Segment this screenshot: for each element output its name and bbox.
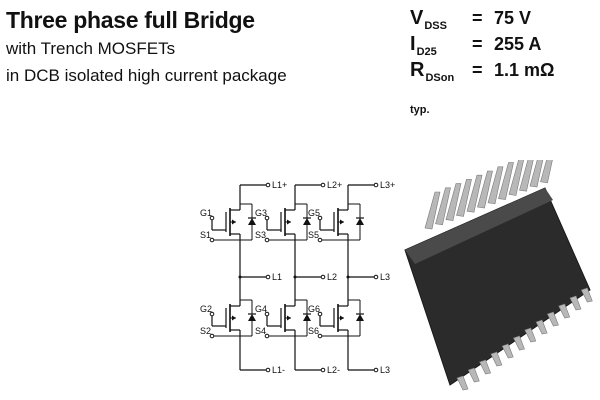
package-pin — [513, 335, 525, 351]
rail-terminal — [265, 367, 271, 373]
bottom-rail-label: L1- — [272, 365, 285, 375]
package-pin — [487, 166, 504, 205]
source-terminal — [264, 333, 270, 339]
gate-terminal — [317, 215, 323, 221]
package-pin — [546, 311, 559, 327]
spec-value: 255 A — [494, 34, 542, 54]
top-rail-label: L2+ — [327, 180, 342, 190]
spec-value: 1.1 mΩ — [494, 60, 555, 80]
junction-dot — [293, 275, 297, 279]
source-label: S6 — [308, 326, 319, 336]
bottom-rail-label: L3 — [380, 365, 390, 375]
package-pin — [558, 303, 571, 319]
subtitle-line-1: with Trench MOSFETs — [6, 39, 176, 58]
gate-label: G6 — [308, 304, 320, 314]
bottom-rail-label: L2- — [327, 365, 340, 375]
junction-dot — [346, 275, 350, 279]
package-pin — [501, 343, 514, 359]
package-pin — [490, 351, 503, 367]
rail-terminal — [265, 182, 271, 188]
gate-label: G4 — [255, 304, 267, 314]
output-terminal — [265, 274, 271, 280]
gate-terminal — [264, 215, 270, 221]
gate-terminal — [317, 311, 323, 317]
output-label: L3 — [380, 272, 390, 282]
diode-symbol — [303, 218, 311, 225]
source-label: S4 — [255, 326, 266, 336]
subtitle-line-2: in DCB isolated high current package — [6, 66, 287, 85]
top-rail-label: L3+ — [380, 180, 395, 190]
diode-symbol — [248, 218, 256, 225]
junction-dot — [238, 275, 242, 279]
spec-symbol: VDSS — [410, 7, 447, 32]
package-pin — [498, 162, 514, 200]
package-pin — [529, 160, 544, 188]
package-pin — [435, 187, 451, 226]
source-terminal — [317, 237, 323, 243]
package-photo — [404, 160, 593, 391]
diode-symbol — [303, 314, 311, 321]
gate-label: G5 — [308, 208, 320, 218]
package-pin — [569, 295, 582, 311]
top-rail-label: L1+ — [272, 180, 287, 190]
package-pin — [477, 170, 493, 209]
source-terminal — [209, 333, 215, 339]
product-title: Three phase full Bridge — [6, 7, 255, 33]
gate-label: G2 — [200, 304, 212, 314]
output-terminal — [320, 274, 326, 280]
package-pin — [580, 287, 593, 303]
rail-terminal — [373, 367, 379, 373]
package-pin — [467, 367, 480, 383]
package-pin — [535, 319, 548, 335]
source-label: S5 — [308, 230, 319, 240]
source-label: S3 — [255, 230, 266, 240]
package-body-bevel — [405, 188, 553, 264]
spec-equals: = — [472, 60, 483, 80]
package-pin — [456, 179, 472, 217]
source-label: S1 — [200, 230, 211, 240]
package-pin — [479, 359, 492, 375]
gate-terminal — [209, 311, 215, 317]
spec-equals: = — [472, 8, 483, 28]
gate-label: G3 — [255, 208, 267, 218]
source-terminal — [317, 333, 323, 339]
package-pin — [445, 183, 462, 221]
package-pin — [540, 160, 553, 184]
output-label: L2 — [327, 272, 337, 282]
gate-label: G1 — [200, 208, 212, 218]
gate-terminal — [264, 311, 270, 317]
gate-terminal — [209, 215, 215, 221]
spec-symbol: RDSon typ. — [410, 59, 455, 116]
diode-symbol — [356, 314, 364, 321]
rail-terminal — [373, 182, 379, 188]
bridge-schematic: L1+L1L1-G1S1G2S2L2+L2L2-G3S3G4S4L3+L3L3G… — [200, 180, 395, 375]
rail-terminal — [320, 367, 326, 373]
diode-symbol — [248, 314, 256, 321]
package-pin — [466, 174, 483, 213]
source-terminal — [264, 237, 270, 243]
package-pin — [524, 327, 537, 343]
header: Three phase full Bridge with Trench MOSF… — [6, 6, 287, 88]
output-label: L1 — [272, 272, 282, 282]
package-pin — [424, 191, 441, 230]
spec-symbol: ID25 — [410, 33, 437, 58]
output-terminal — [373, 274, 379, 280]
diode-symbol — [356, 218, 364, 225]
source-terminal — [209, 237, 215, 243]
package-pin — [508, 160, 524, 196]
spec-equals: = — [472, 34, 483, 54]
source-label: S2 — [200, 326, 211, 336]
spec-value: 75 V — [494, 8, 532, 28]
rail-terminal — [320, 182, 326, 188]
package-pin — [456, 375, 469, 391]
package-pin — [519, 160, 534, 192]
